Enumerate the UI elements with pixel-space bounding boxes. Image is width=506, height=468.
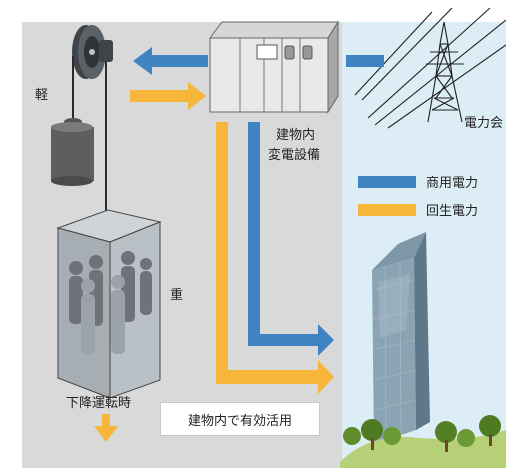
legend-commercial-swatch xyxy=(358,175,416,188)
power-tower-icon xyxy=(354,7,506,129)
counterweight-icon xyxy=(51,118,94,186)
commercial-power-arrow-from-grid xyxy=(346,55,384,67)
legend-commercial-label: 商用電力 xyxy=(426,176,479,191)
legend-regenerative-label: 回生電力 xyxy=(426,204,479,219)
substation-label-line1: 建物内 xyxy=(276,128,316,143)
commercial-power-arrow-to-elevator xyxy=(133,47,208,75)
descending-operation-label: 下降運転時 xyxy=(66,396,132,411)
trees-icon xyxy=(340,415,506,468)
regenerative-power-arrow-to-substation xyxy=(130,82,206,110)
heavy-label: 重 xyxy=(170,288,184,303)
light-label: 軽 xyxy=(35,88,49,103)
elevator-car-icon xyxy=(56,209,162,399)
effective-use-callout: 建物内で有効活用 xyxy=(160,402,320,436)
regenerative-power-arrow-to-building xyxy=(216,122,334,394)
skyscraper-icon xyxy=(372,232,430,444)
hoist-cable xyxy=(72,56,107,226)
descending-arrow-icon xyxy=(94,414,118,442)
substation-label-line2: 変電設備 xyxy=(268,148,321,163)
legend-commercial-power: 商用電力 xyxy=(358,172,478,191)
power-company-label: 電力会 xyxy=(464,116,504,132)
legend-regenerative-swatch xyxy=(358,203,416,216)
commercial-power-arrow-to-building xyxy=(248,122,334,356)
effective-use-label: 建物内で有効活用 xyxy=(187,413,292,429)
substation-cabinet-icon xyxy=(209,20,339,114)
legend-regenerative-power: 回生電力 xyxy=(358,200,478,219)
elevator-sheave-icon xyxy=(72,25,113,79)
